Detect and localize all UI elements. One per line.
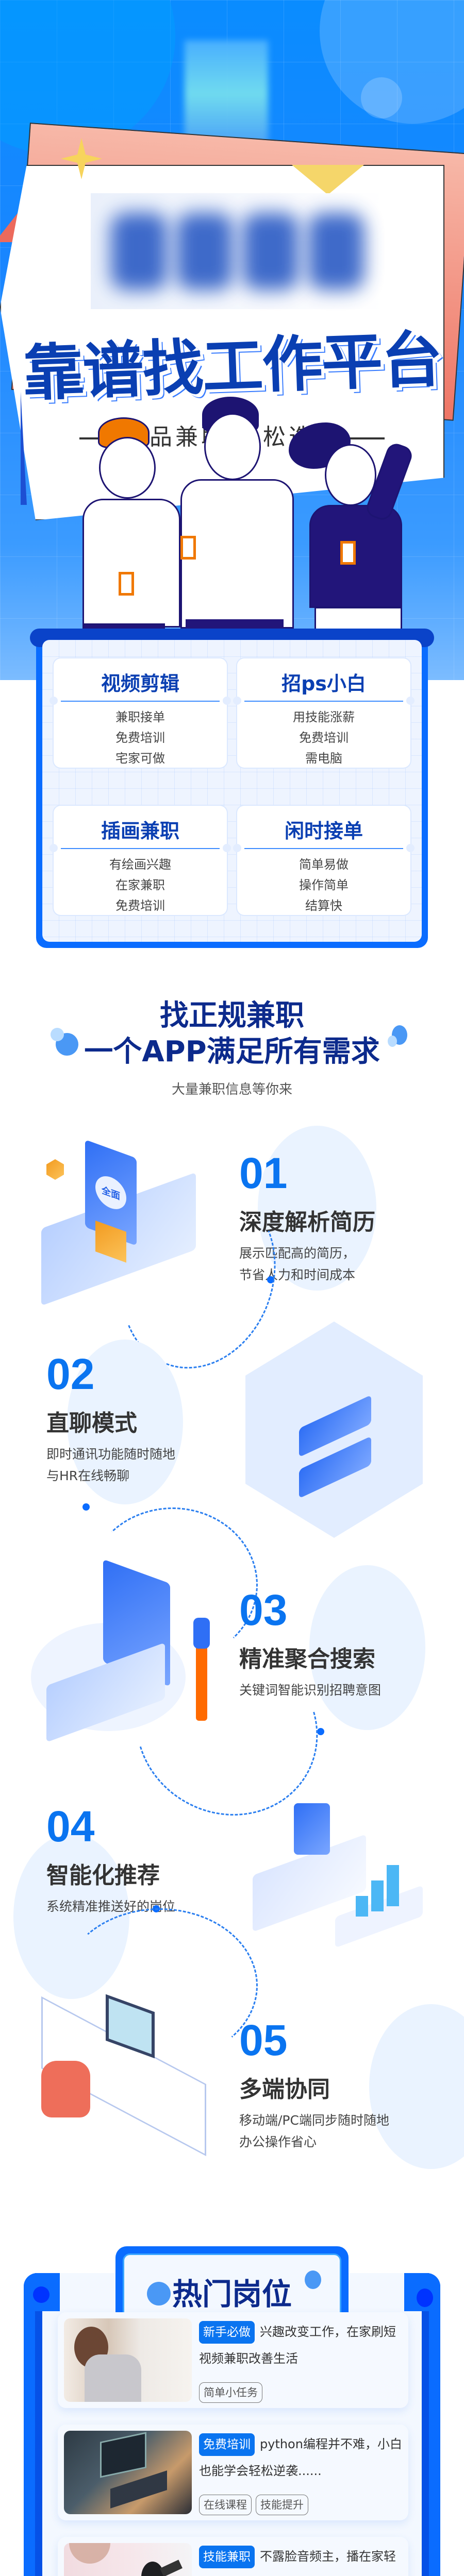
job-chip: 在线课程 bbox=[199, 2495, 252, 2515]
job-tag: 新手必做 bbox=[199, 2321, 255, 2344]
decor-circle bbox=[258, 1126, 376, 1291]
feature-04: 04 智能化推荐 系统精准推送好的岗位 bbox=[46, 1802, 176, 1914]
job-card[interactable]: 新手必做兴趣改变工作，在家刷短视频兼职改善生活 简单小任务 bbox=[58, 2312, 408, 2408]
orange-cube-icon bbox=[46, 1159, 64, 1180]
profile-card-icon bbox=[294, 1803, 330, 1855]
bar-chart-icon bbox=[387, 1865, 399, 1906]
recommendation-illustration bbox=[232, 1793, 428, 1948]
job-tag: 技能兼职 bbox=[199, 2546, 255, 2568]
search-laptop-illustration bbox=[26, 1559, 211, 1742]
decor-dot bbox=[388, 1036, 397, 1047]
connector-dot bbox=[82, 1503, 90, 1511]
job-chip: 技能提升 bbox=[256, 2495, 308, 2515]
id-badge-icon bbox=[340, 541, 356, 565]
dashed-connector bbox=[88, 1507, 258, 1662]
decor-blue-edge bbox=[21, 392, 27, 505]
person-figure bbox=[196, 1638, 207, 1721]
job-tag: 免费培训 bbox=[199, 2433, 255, 2456]
decor-circle bbox=[67, 1340, 183, 1504]
blurred-logo bbox=[185, 40, 268, 147]
decor-dot bbox=[147, 2282, 171, 2306]
features-heading: 找正规兼职 一个APP满足所有需求 大量兼职信息等你来 bbox=[84, 999, 380, 1097]
connector-dot bbox=[317, 1728, 324, 1735]
decor-dot bbox=[305, 2270, 321, 2289]
id-badge-icon bbox=[119, 572, 134, 596]
id-badge-icon bbox=[180, 536, 196, 560]
dash-divider bbox=[79, 437, 115, 439]
dashed-connector bbox=[62, 1908, 258, 2063]
category-panel: 视频剪辑 兼职接单 免费培训 宅家可做 招ps小白 用技能涨薪 免费培训 需电脑 bbox=[30, 629, 434, 948]
decor-circle bbox=[309, 1565, 425, 1730]
blurred-brand-name bbox=[91, 193, 385, 309]
decor-yellow-triangle bbox=[292, 165, 364, 195]
category-card[interactable]: 招ps小白 用技能涨薪 免费培训 需电脑 bbox=[233, 658, 415, 768]
decor-bubble bbox=[361, 77, 402, 118]
belt bbox=[186, 619, 284, 631]
job-photo-woman-with-phone bbox=[64, 2318, 192, 2402]
decor-circle bbox=[369, 2004, 464, 2169]
feature-03: 03 精准聚合搜索 关键词智能识别招聘意图 bbox=[239, 1586, 382, 1698]
hot-jobs-section: 热门岗位 新手必做兴趣改变工作，在家刷短视频兼职改善生活 简单小任务 bbox=[24, 2246, 440, 2576]
decor-dot bbox=[51, 1028, 64, 1041]
feature-05: 05 多端协同 移动端/PC端同步随时随地 办公操作省心 bbox=[239, 2016, 389, 2149]
feature-01: 01 深度解析简历 展示匹配高的简历， 节省人力和时间成本 bbox=[239, 1149, 375, 1282]
connector-dot bbox=[267, 1276, 274, 1283]
chair bbox=[41, 2061, 90, 2117]
hot-jobs-title: 热门岗位 bbox=[172, 2277, 292, 2312]
dash-divider bbox=[349, 437, 385, 439]
category-card[interactable]: 插画兼职 有绘画兴趣 在家兼职 免费培训 bbox=[49, 806, 231, 915]
job-photo-microphone bbox=[64, 2543, 192, 2576]
desk-workspace-illustration bbox=[21, 1994, 217, 2157]
category-card[interactable]: 闲时接单 简单易做 操作简单 结算快 bbox=[233, 806, 415, 915]
category-card[interactable]: 视频剪辑 兼职接单 免费培训 宅家可做 bbox=[49, 658, 231, 768]
job-chip: 简单小任务 bbox=[199, 2382, 262, 2403]
hero-section: 靠谱找工作平台 精品兼职 轻松选择 bbox=[0, 0, 464, 680]
resume-parsing-illustration: 全面 bbox=[21, 1139, 227, 1306]
feature-02: 02 直聊模式 即时通讯功能随时随地 与HR在线畅聊 bbox=[46, 1350, 176, 1483]
job-photo-programmer bbox=[64, 2431, 192, 2514]
